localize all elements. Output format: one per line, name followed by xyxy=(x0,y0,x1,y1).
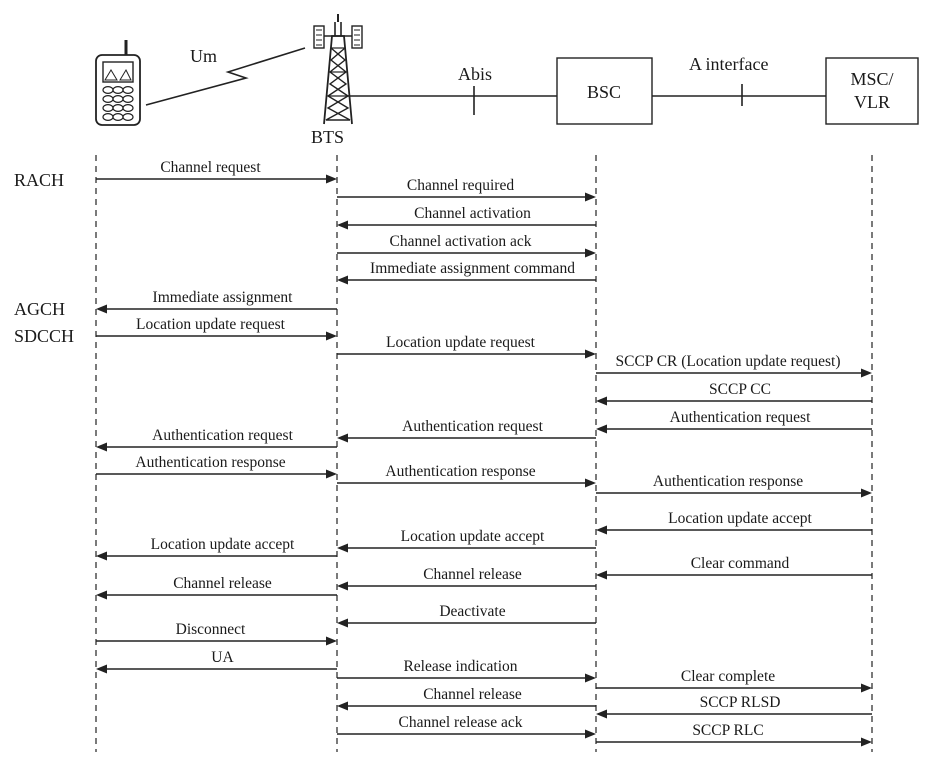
message-arrowhead xyxy=(585,248,596,258)
message-label: Release indication xyxy=(403,658,517,675)
message-arrowhead xyxy=(596,570,607,580)
message-label: Channel activation ack xyxy=(389,233,531,250)
msc-vlr-box xyxy=(825,57,919,125)
message-arrowhead xyxy=(326,174,337,184)
message-arrowhead xyxy=(861,488,872,498)
message-label: Channel release xyxy=(173,575,272,592)
message-arrowhead xyxy=(585,729,596,739)
message-label: Clear complete xyxy=(681,668,775,685)
bts-label: BTS xyxy=(311,127,344,147)
message-arrowhead xyxy=(326,331,337,341)
message-label: Channel release ack xyxy=(399,714,523,731)
rach-label: RACH xyxy=(14,170,64,190)
message-label: Deactivate xyxy=(439,603,505,620)
message-arrowhead xyxy=(337,581,348,591)
msc-vlr-label-line2: VLR xyxy=(854,92,890,112)
message-arrowhead xyxy=(96,551,107,561)
message-arrowhead xyxy=(326,469,337,479)
message-arrowhead xyxy=(596,525,607,535)
message-arrowhead xyxy=(337,433,348,443)
message-label: Location update request xyxy=(136,316,286,333)
message-label: Authentication request xyxy=(670,409,811,426)
message-arrowhead xyxy=(337,275,348,285)
message-arrowhead xyxy=(585,192,596,202)
bts-tower-icon xyxy=(313,14,363,125)
message-arrowhead xyxy=(596,424,607,434)
message-arrowhead xyxy=(585,478,596,488)
agch-label: AGCH xyxy=(14,299,65,319)
message-arrowhead xyxy=(861,368,872,378)
message-arrowhead xyxy=(861,683,872,693)
message-label: Location update accept xyxy=(668,510,812,527)
message-label: SCCP RLC xyxy=(692,722,763,739)
bsc-label: BSC xyxy=(587,82,621,102)
message-label: SCCP CC xyxy=(709,381,771,398)
message-arrowhead xyxy=(861,737,872,747)
message-label: Authentication response xyxy=(385,463,535,480)
message-label: Channel activation xyxy=(414,205,531,222)
message-arrowhead xyxy=(96,442,107,452)
message-arrowhead xyxy=(596,396,607,406)
message-label: UA xyxy=(211,649,234,666)
bsc-box xyxy=(556,57,653,125)
message-label: SCCP RLSD xyxy=(700,694,781,711)
um-label: Um xyxy=(190,46,217,66)
message-label: Authentication response xyxy=(653,473,803,490)
message-arrowhead xyxy=(337,618,348,628)
message-arrowhead xyxy=(96,664,107,674)
message-label: Channel release xyxy=(423,686,522,703)
message-arrowhead xyxy=(96,304,107,314)
message-label: Location update request xyxy=(386,334,536,351)
message-label: Immediate assignment xyxy=(153,289,294,306)
message-label: Authentication response xyxy=(135,454,285,471)
mobile-phone-icon xyxy=(95,40,141,126)
message-arrowhead xyxy=(326,636,337,646)
msc-vlr-label-line1: MSC/ xyxy=(850,69,893,89)
message-arrowhead xyxy=(96,590,107,600)
message-label: Authentication request xyxy=(152,427,293,444)
sdcch-label: SDCCH xyxy=(14,326,74,346)
abis-label: Abis xyxy=(458,64,492,84)
um-radio-link xyxy=(145,47,306,106)
message-label: Channel request xyxy=(160,159,261,176)
message-arrowhead xyxy=(585,349,596,359)
message-arrowhead xyxy=(337,220,348,230)
message-label: Disconnect xyxy=(176,621,246,638)
message-label: Channel required xyxy=(407,177,514,194)
message-label: Clear command xyxy=(691,555,790,572)
message-arrowhead xyxy=(596,709,607,719)
message-label: Channel release xyxy=(423,566,522,583)
message-arrowhead xyxy=(585,673,596,683)
message-arrowhead xyxy=(337,543,348,553)
message-label: Immediate assignment command xyxy=(370,260,575,277)
a-interface-label: A interface xyxy=(689,54,768,74)
message-label: Location update accept xyxy=(151,536,295,553)
message-label: Location update accept xyxy=(401,528,545,545)
message-arrowhead xyxy=(337,701,348,711)
message-label: SCCP CR (Location update request) xyxy=(615,353,840,370)
message-label: Authentication request xyxy=(402,418,543,435)
